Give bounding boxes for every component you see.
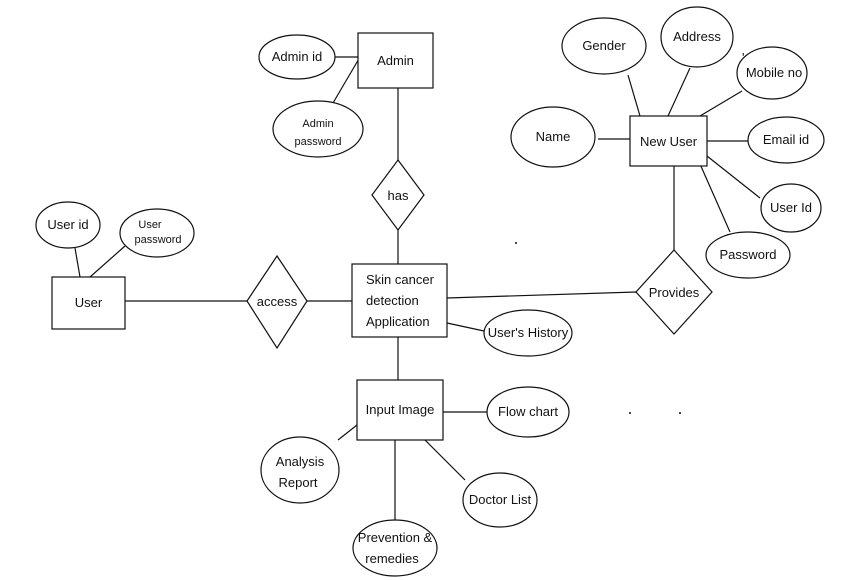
new-user-entity: New User [629, 115, 708, 167]
address-label: Address [673, 29, 721, 44]
prevention-label-line2: remedies [365, 551, 419, 566]
doctor-list-label: Doctor List [469, 492, 532, 507]
password-attribute: Password [705, 231, 791, 279]
users-history-attribute: User's History [483, 309, 573, 357]
admin-entity: Admin [357, 32, 434, 89]
admin-password-attribute: Admin password [272, 100, 364, 158]
mobile-no-label: Mobile no [746, 65, 802, 80]
provides-label: Provides [649, 285, 700, 300]
prevention-label-line1: Prevention & [358, 530, 433, 545]
has-label: has [388, 188, 409, 203]
app-label-line2: detection [366, 293, 419, 308]
flow-chart-label: Flow chart [498, 404, 558, 419]
new-user-entity-label: New User [640, 134, 698, 149]
analysis-report-label-line1: Analysis [276, 454, 325, 469]
admin-entity-label: Admin [377, 53, 414, 68]
user-entity-label: User [75, 295, 103, 310]
admin-id-attribute: Admin id [258, 34, 336, 80]
prevention-attribute: Prevention & remedies [352, 519, 438, 577]
mobile-no-apostrophe-mark: ' [742, 50, 744, 65]
doctor-list-attribute: Doctor List [462, 472, 538, 528]
analysis-report-label-line2: Report [278, 475, 317, 490]
has-relationship: has [371, 158, 425, 232]
stray-dots [515, 242, 681, 414]
admin-password-label-line2: password [294, 136, 341, 148]
password-label: Password [719, 247, 776, 262]
access-label: access [257, 294, 298, 309]
app-label-line3: Application [366, 314, 430, 329]
name-attribute: Name [510, 106, 596, 168]
name-label: Name [536, 129, 571, 144]
analysis-report-attribute: Analysis Report [260, 436, 340, 504]
mobile-no-attribute: ' Mobile no [736, 46, 808, 100]
user-password-attribute: User password [119, 208, 195, 258]
app-label-line1: Skin cancer [366, 272, 435, 287]
gender-label: Gender [582, 38, 626, 53]
app-entity: Skin cancer detection Application [351, 263, 448, 338]
user-password-label-line2: password [134, 234, 181, 246]
email-id-label: Email id [763, 132, 809, 147]
input-image-label: Input Image [366, 402, 435, 417]
admin-id-label: Admin id [272, 49, 323, 64]
access-relationship: access [246, 254, 308, 350]
user-password-label-line1: User [138, 219, 162, 231]
connector-lines [74, 56, 761, 520]
users-history-label: User's History [488, 325, 569, 340]
admin-password-label-line1: Admin [302, 118, 333, 130]
address-attribute: Address [660, 6, 734, 68]
input-image-entity: Input Image [356, 379, 444, 441]
user-id-new-attribute: User Id [760, 183, 822, 233]
user-entity: User [51, 276, 126, 330]
user-id-new-label: User Id [770, 200, 812, 215]
user-id-attribute: User id [35, 201, 101, 249]
user-id-label: User id [47, 217, 88, 232]
flow-chart-attribute: Flow chart [486, 386, 570, 438]
gender-attribute: Gender [561, 17, 647, 75]
provides-relationship: Provides [635, 249, 713, 335]
email-id-attribute: Email id [747, 116, 825, 164]
